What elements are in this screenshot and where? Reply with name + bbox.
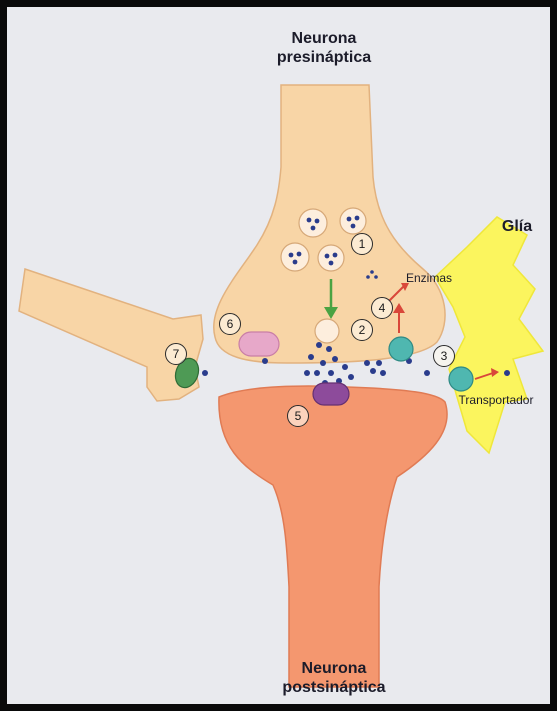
postsynaptic-label-line1: Neurona <box>264 659 404 678</box>
step-marker-7: 7 <box>165 343 187 365</box>
vesicle <box>340 208 366 234</box>
step-marker-4: 4 <box>371 297 393 319</box>
postsynaptic-label-line2: postsináptica <box>264 678 404 697</box>
docked-vesicle <box>315 319 339 343</box>
vesicle <box>318 245 344 271</box>
step-marker-1: 1 <box>351 233 373 255</box>
presynaptic-transporter <box>389 337 413 361</box>
adjacent-neuron <box>19 269 203 401</box>
glia-label: Glía <box>495 217 539 236</box>
step-marker-3: 3 <box>433 345 455 367</box>
presynaptic-label-line2: presináptica <box>259 48 389 67</box>
postsynaptic-label: Neurona postsináptica <box>264 659 404 697</box>
step-marker-6: 6 <box>219 313 241 335</box>
synapse-diagram <box>7 7 550 704</box>
vesicle <box>299 209 327 237</box>
postsynaptic-receptor <box>313 383 349 405</box>
postsynaptic-neuron <box>219 386 447 687</box>
step-marker-2: 2 <box>351 319 373 341</box>
presynaptic-label: Neurona presináptica <box>259 29 389 67</box>
enzymes-label: Enzimas <box>399 271 459 285</box>
glial-transporter <box>449 367 473 391</box>
transporter-label: Transportador <box>447 393 545 407</box>
vesicle <box>281 243 309 271</box>
glial-cell <box>435 217 543 453</box>
autoreceptor <box>239 332 279 356</box>
presynaptic-label-line1: Neurona <box>259 29 389 48</box>
step-marker-5: 5 <box>287 405 309 427</box>
